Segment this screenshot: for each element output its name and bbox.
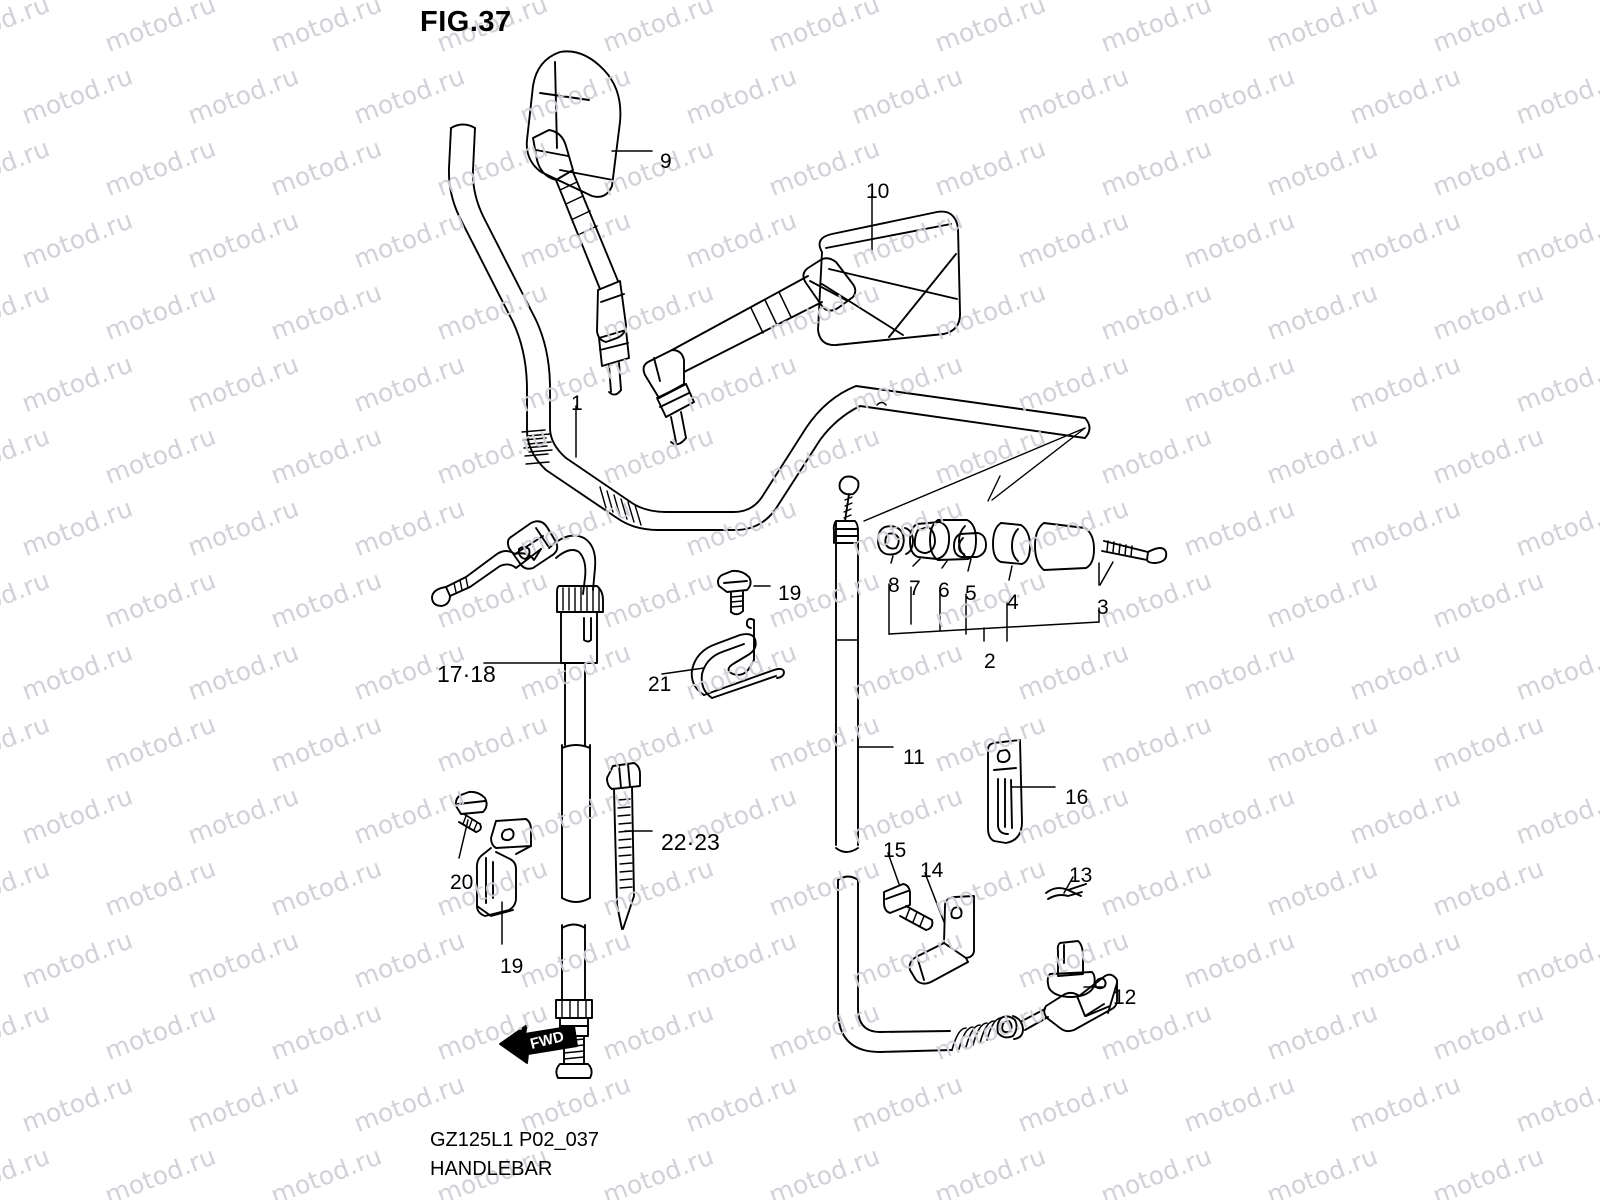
clamp-screw-upper-part xyxy=(717,569,752,616)
figure-title: FIG.37 xyxy=(420,6,512,38)
washer-part xyxy=(877,525,914,556)
bar-end-bolt-part xyxy=(1101,540,1168,564)
cotter-pin-part xyxy=(1045,883,1087,900)
leader-lines xyxy=(458,150,1114,988)
callout-spacer: 5 xyxy=(965,582,977,605)
diagram-footer: GZ125L1 P02_037 HANDLEBAR xyxy=(430,1126,599,1184)
spacer-part xyxy=(953,532,987,558)
fwd-arrow xyxy=(499,1024,578,1064)
callout-collar: 6 xyxy=(938,579,950,602)
callout-clamp-screw-lower: 19 xyxy=(500,955,524,978)
brake-cable-part xyxy=(431,520,604,1079)
wire-clip-part xyxy=(690,617,785,699)
mirror-right-part xyxy=(642,210,961,446)
callout-cable-bracket: 14 xyxy=(920,859,944,882)
callout-cable-tie: 22·23 xyxy=(661,829,720,855)
handlebar-part xyxy=(448,123,1091,531)
callout-brake-cable-assembly: 17·18 xyxy=(437,661,496,687)
collar-part xyxy=(929,519,977,561)
callout-clevis-pin: 12 xyxy=(1113,986,1137,1009)
throttle-cable-part xyxy=(832,475,1118,1053)
callout-grip-assembly-group: 2 xyxy=(984,650,996,673)
callout-clamp-screw-upper: 19 xyxy=(778,582,802,605)
bar-end-cap-part xyxy=(1034,522,1095,571)
cable-adjuster-bolt-part xyxy=(883,883,934,931)
callout-handlebar: 1 xyxy=(571,392,583,415)
cable-bracket-part xyxy=(908,895,975,985)
callout-cotter-pin: 13 xyxy=(1069,864,1093,887)
callout-cable-guide-bracket: 16 xyxy=(1065,786,1089,809)
callout-washer: 8 xyxy=(888,574,900,597)
footer-section-name: HANDLEBAR xyxy=(430,1158,553,1180)
callout-mirror-left: 9 xyxy=(660,150,672,173)
cable-guide-bracket-part xyxy=(987,739,1023,844)
callout-grip-inner-sleeve: 7 xyxy=(909,577,921,600)
group-bracket-2 xyxy=(888,583,1100,642)
callout-cable-adjuster-bolt: 15 xyxy=(883,839,907,862)
bar-end-weight-part xyxy=(992,522,1031,565)
bracket-bolt-part xyxy=(454,790,488,833)
clamp-bracket-lower-part xyxy=(475,818,532,917)
footer-model-code: GZ125L1 P02_037 xyxy=(430,1129,600,1151)
callout-wire-clip: 21 xyxy=(648,673,672,696)
callout-mirror-right: 10 xyxy=(866,180,890,203)
clevis-pin-part xyxy=(1046,940,1096,998)
callout-bracket-bolt: 20 xyxy=(450,871,474,894)
mirror-left-part xyxy=(525,50,630,396)
cable-tie-part xyxy=(606,762,641,930)
callout-bar-end-bolt: 3 xyxy=(1097,596,1109,619)
callout-throttle-cable: 11 xyxy=(903,746,925,769)
callout-bar-end-weight: 4 xyxy=(1007,591,1019,614)
